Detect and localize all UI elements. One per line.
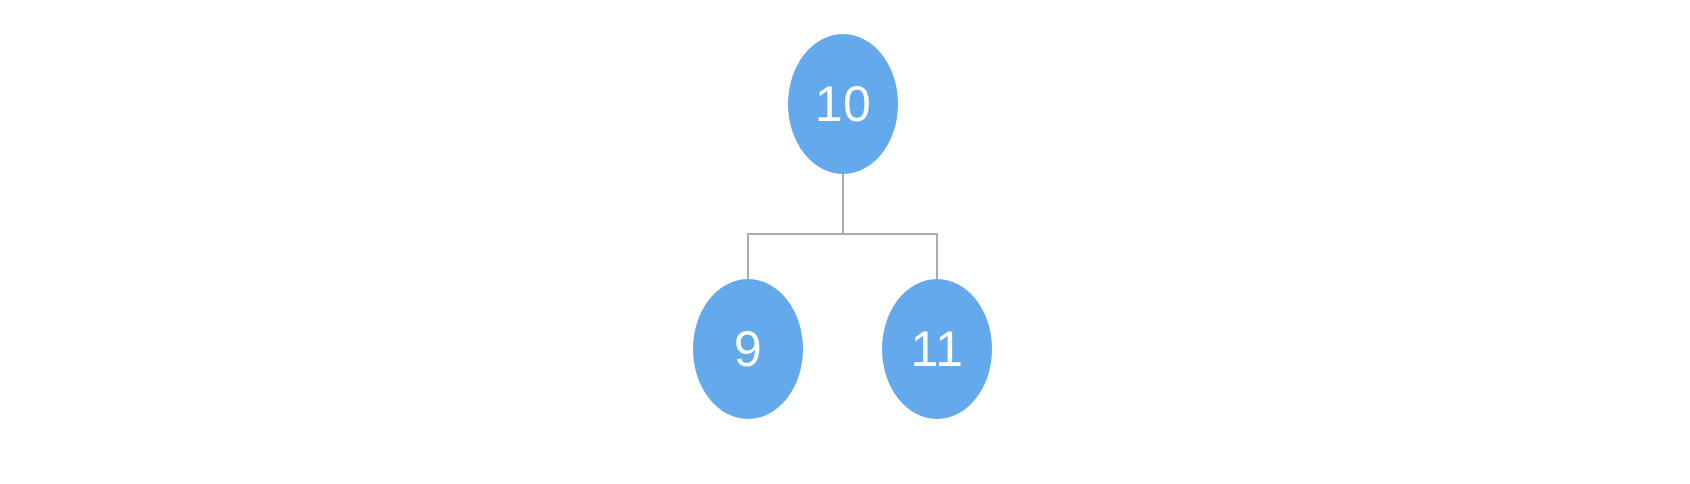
tree-node-root[interactable]: 10 — [788, 34, 898, 174]
tree-node-right-child[interactable]: 11 — [882, 279, 992, 419]
edge-root-children-branch — [747, 233, 938, 280]
node-label: 11 — [910, 321, 964, 377]
node-label: 9 — [733, 321, 763, 377]
tree-node-left-child[interactable]: 9 — [693, 279, 803, 419]
node-label: 10 — [814, 76, 872, 132]
